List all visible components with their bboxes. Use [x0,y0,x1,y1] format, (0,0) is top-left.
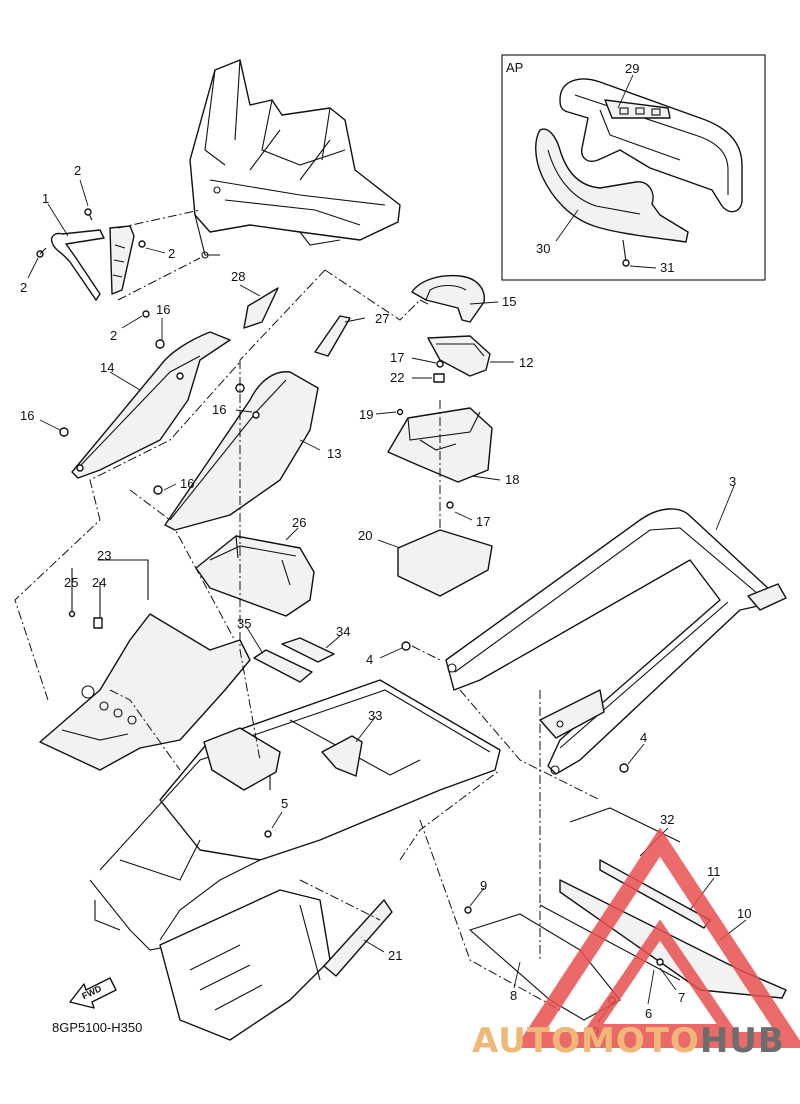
chassis-tunnel [89,360,501,1041]
callout-13: 13 [327,446,341,461]
callout-28: 28 [231,269,245,284]
bolt-4-right [619,763,629,773]
callout-2a: 2 [74,163,81,178]
watermark-triangle-icon [515,827,800,1048]
callout-14: 14 [100,360,114,375]
callout-23: 23 [97,548,111,563]
inset-rear-rack [559,78,743,213]
callout-22: 22 [390,370,404,385]
callout-30: 30 [536,241,550,256]
bolt-4-left [401,641,411,651]
skid-plate-23 [39,559,251,771]
callout-33: 33 [368,708,382,723]
callout-4a: 4 [366,652,373,667]
watermark-part-1: AUTO [472,1021,581,1061]
callout-11: 11 [707,864,721,879]
callout-6: 6 [645,1006,652,1021]
decal-28 [243,287,279,329]
housing-12 [427,335,514,377]
callout-4b: 4 [640,730,647,745]
watermark-logo [515,827,800,1048]
upper-frame-assembly [189,59,401,259]
callout-8: 8 [510,988,517,1003]
callout-1: 1 [42,191,49,206]
watermark-part-3: HUB [700,1021,785,1061]
grommets [411,357,445,383]
strip-21 [323,899,393,977]
callout-16d: 16 [180,476,194,491]
section-outline-upper [239,269,431,361]
callout-35: 35 [237,616,251,631]
callout-3: 3 [729,474,736,489]
inset-ap [501,54,766,281]
watermark-part-2: MOTO [581,1021,700,1061]
callout-2c: 2 [20,280,27,295]
callout-32: 32 [660,812,674,827]
side-cover-13 [153,371,321,531]
callouts: 1 2 2 2 2 3 4 4 5 6 7 8 9 9 10 11 12 13 … [20,60,751,1039]
rear-fender-18 [375,400,501,560]
bracket-33 [321,735,363,777]
pad-35 [253,649,313,683]
callout-20: 20 [358,528,372,543]
bracket-1 [109,225,135,295]
callout-12: 12 [519,355,533,370]
callout-15: 15 [502,294,516,309]
diagram-code: 8GP5100-H350 [52,1020,142,1035]
inset-bolt-31 [622,239,627,263]
callout-5: 5 [281,796,288,811]
callout-19: 19 [359,407,373,422]
callout-17a: 17 [390,350,404,365]
callout-29: 29 [625,61,639,76]
callout-16a: 16 [156,302,170,317]
watermark-inner-triangle-icon [580,919,740,1036]
callout-17b: 17 [476,514,490,529]
side-cover-14 [39,318,231,479]
callout-24: 24 [92,575,106,590]
label-plates [239,284,366,357]
callout-9a: 9 [480,878,487,893]
plate-20 [377,529,493,597]
callout-7: 7 [678,990,685,1005]
inset-label: AP [506,60,523,75]
inset-frame [501,54,766,281]
rear-frame-3 [445,485,787,960]
callout-25: 25 [64,575,78,590]
callout-26: 26 [292,515,306,530]
fwd-arrow-icon [69,977,117,1009]
pad-34 [281,637,335,663]
watermark-text: AUTOMOTOHUB [472,1021,785,1061]
callout-2d: 2 [110,328,117,343]
callout-21: 21 [388,948,402,963]
callout-34: 34 [336,624,350,639]
callout-18: 18 [505,472,519,487]
callout-16c: 16 [212,402,226,417]
callout-16b: 16 [20,408,34,423]
callout-2b: 2 [168,246,175,261]
grab-handle-1 [27,179,201,329]
cover-15 [411,274,499,323]
inset-flap-30 [535,128,689,243]
decal-27 [314,315,351,357]
callout-10: 10 [737,906,751,921]
fwd-arrow: FWD [69,977,117,1009]
seat-26 [195,527,315,617]
callout-27: 27 [375,311,389,326]
callout-31: 31 [660,260,674,275]
